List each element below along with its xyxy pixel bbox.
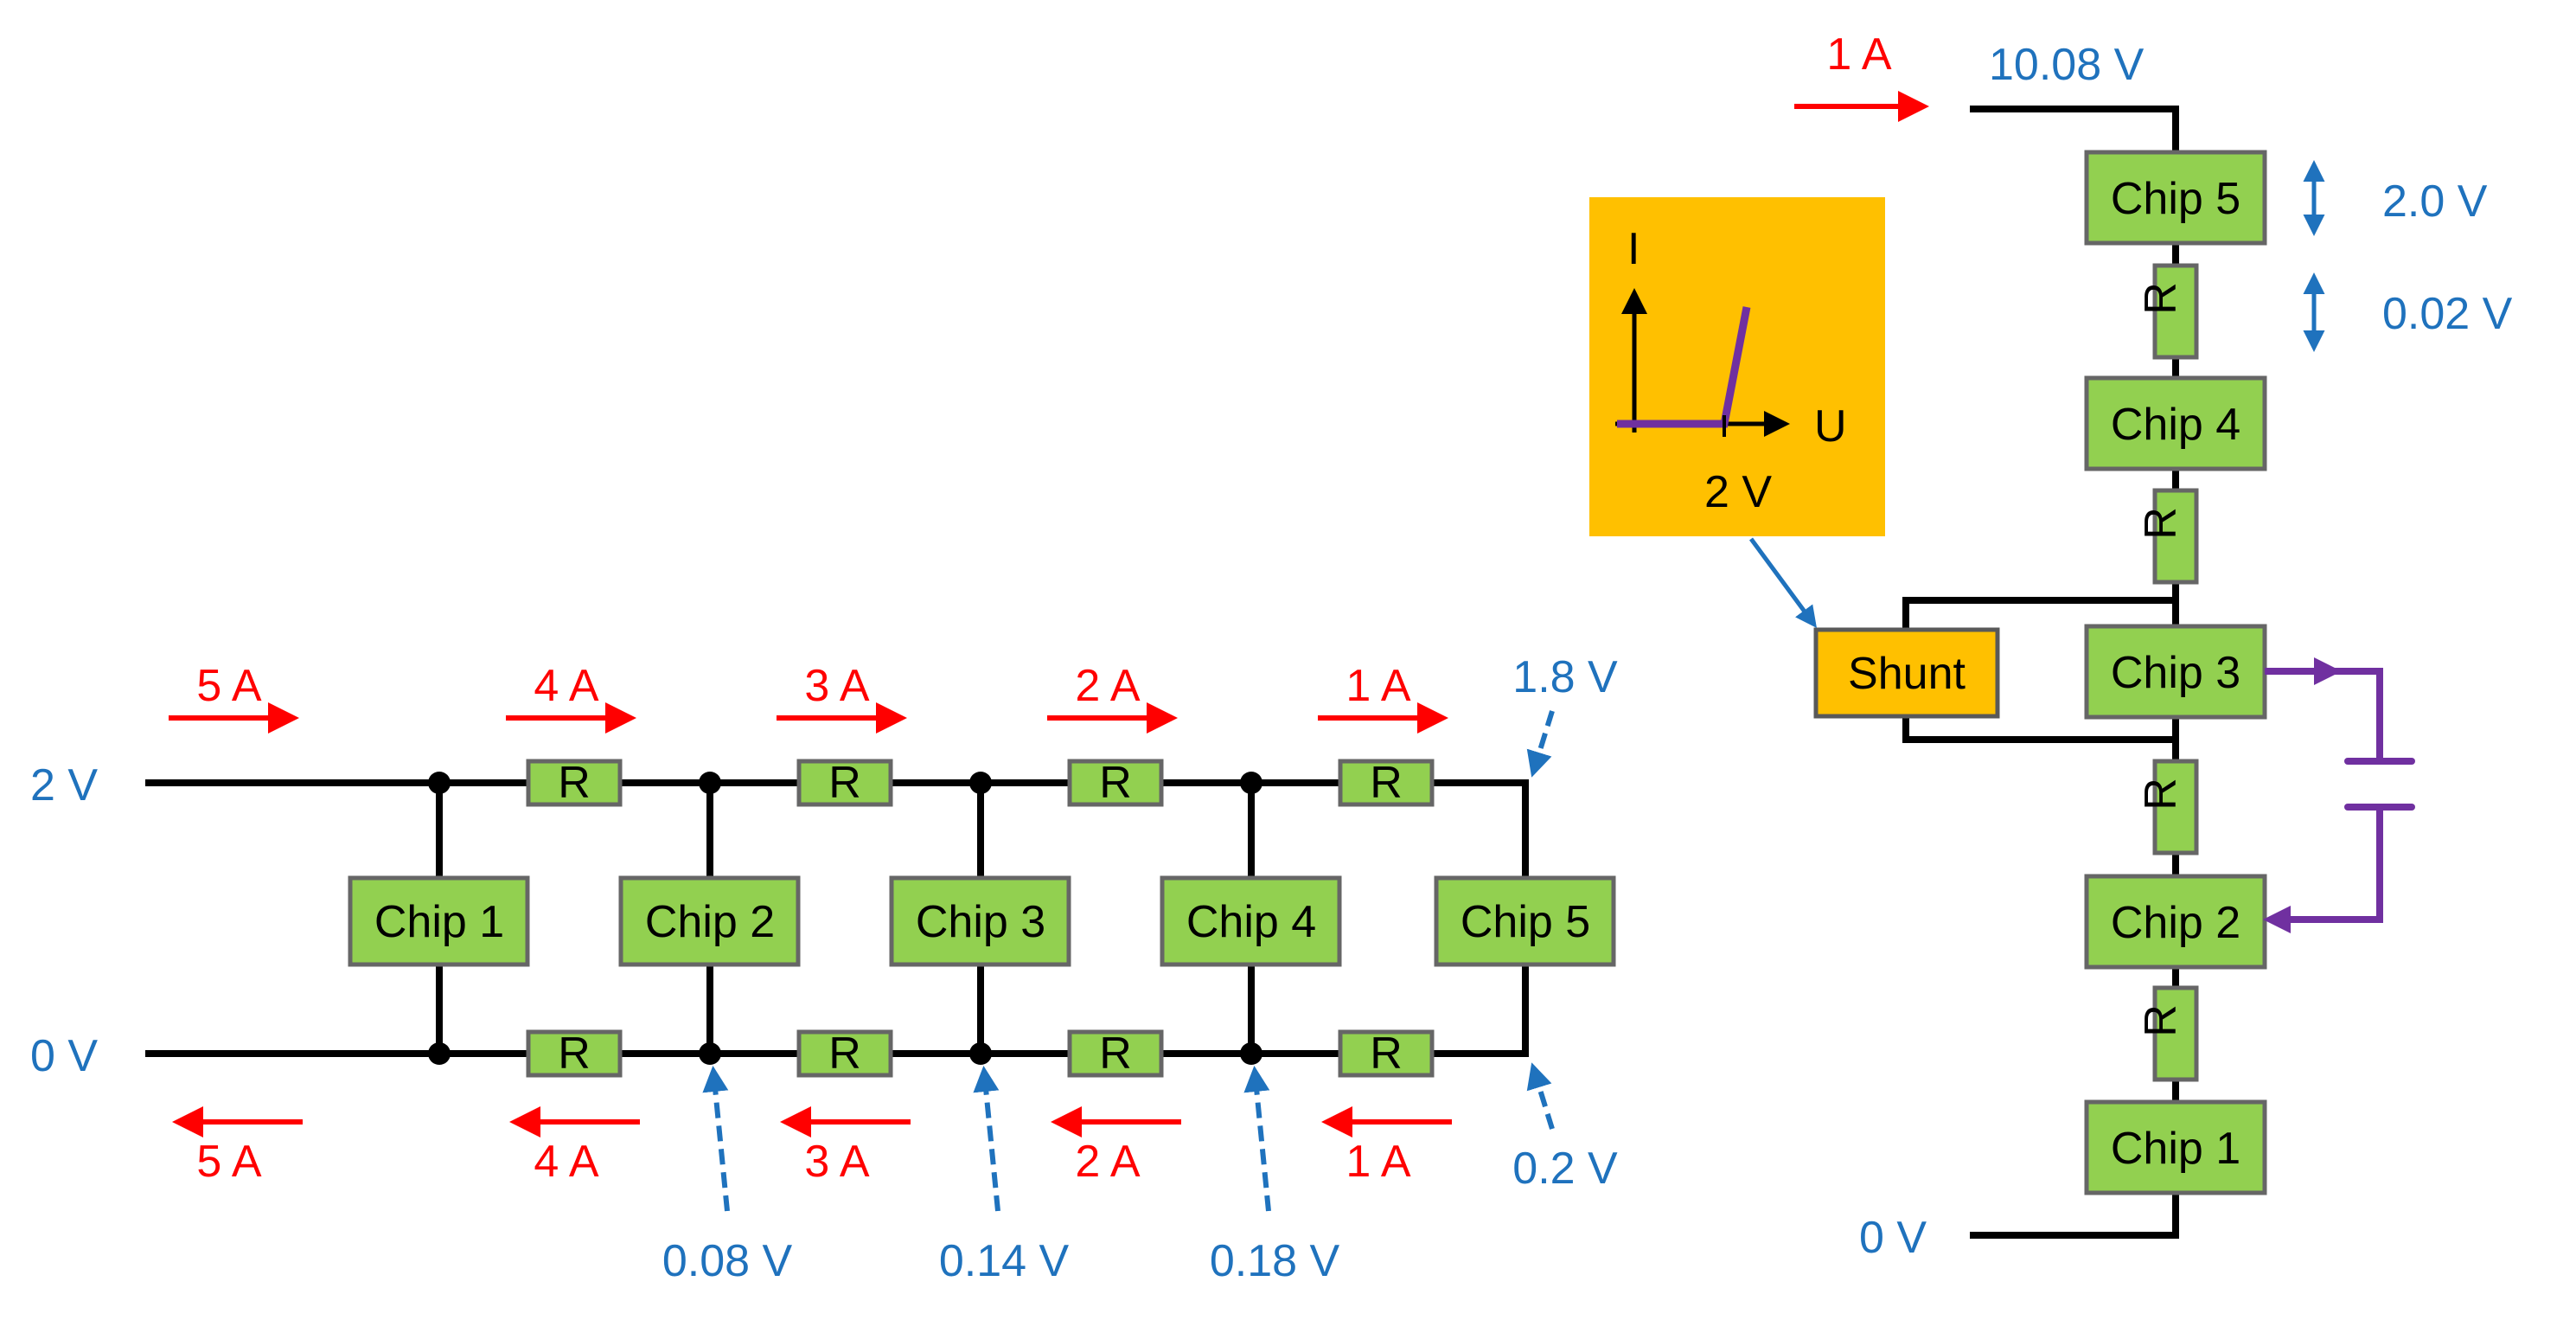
junction-dot (1240, 772, 1262, 794)
svg-text:R: R (558, 758, 591, 808)
voltage-pointer (1243, 1066, 1271, 1212)
node-voltage-label: 0.08 V (662, 1236, 793, 1286)
svg-text:Chip 3: Chip 3 (916, 897, 1045, 947)
serial-chip-2: Chip 2 (2084, 874, 2267, 970)
current-label: 2 A (1075, 661, 1140, 711)
junction-dot (1240, 1042, 1262, 1065)
shunt: Shunt (1813, 627, 2000, 719)
svg-text:Chip 4: Chip 4 (2111, 400, 2240, 450)
voltage-pointer (1526, 1062, 1555, 1130)
svg-text:Chip 3: Chip 3 (2111, 648, 2240, 698)
resistor: R (796, 1028, 893, 1079)
svg-text:R: R (1370, 1028, 1403, 1079)
svg-text:Shunt: Shunt (1848, 649, 1966, 699)
node-voltage-label: 0.18 V (1210, 1236, 1340, 1286)
voltage-pointer (973, 1066, 1000, 1212)
svg-text:R: R (2136, 507, 2186, 540)
serial-resistor: R (2136, 985, 2199, 1082)
serial-chip-5: Chip 5 (2084, 150, 2267, 246)
resistor: R (1338, 1028, 1435, 1079)
current-label: 1 A (1346, 661, 1410, 711)
svg-text:R: R (1370, 758, 1403, 808)
svg-text:R: R (2136, 1004, 2186, 1037)
resistor-drop-label: 0.02 V (2382, 289, 2513, 339)
svg-text:R: R (2136, 282, 2186, 315)
resistor: R (1338, 758, 1435, 808)
decoupling-capacitor (2263, 657, 2415, 933)
chip-1: Chip 1 (348, 875, 530, 967)
junction-dot (969, 772, 992, 794)
svg-text:R: R (558, 1028, 591, 1079)
svg-text:R: R (828, 1028, 861, 1079)
input-current-label: 1 A (1826, 29, 1891, 80)
serial-resistor: R (2136, 263, 2199, 360)
svg-text:Chip 1: Chip 1 (374, 897, 504, 947)
voltage-pointer (1526, 710, 1555, 778)
svg-text:R: R (1099, 758, 1132, 808)
current-label: 4 A (534, 661, 598, 711)
junction-dot (699, 1042, 721, 1065)
iv-threshold-label: 2 V (1704, 467, 1772, 517)
svg-text:Chip 5: Chip 5 (2111, 174, 2240, 224)
svg-text:Chip 2: Chip 2 (2111, 898, 2240, 948)
junction-dot (428, 1042, 451, 1065)
shunt-bypass-wire (1902, 716, 2176, 743)
junction-dot (699, 772, 721, 794)
ground-voltage-label: 0 V (30, 1031, 98, 1081)
junction-dots (428, 772, 1262, 1065)
resistor: R (1067, 758, 1164, 808)
resistor: R (526, 758, 623, 808)
svg-text:Chip 2: Chip 2 (645, 897, 775, 947)
voltage-pointer (702, 1066, 730, 1212)
serial-resistor: R (2136, 488, 2199, 585)
resistor: R (526, 1028, 623, 1079)
bottom-voltage-label: 0 V (1859, 1213, 1927, 1263)
junction-dot (969, 1042, 992, 1065)
current-label: 2 A (1075, 1137, 1140, 1187)
svg-text:R: R (1099, 1028, 1132, 1079)
serial-scheme: 1 A 10.08 V Chip 5 Chip 4 Chip 3 Chip 2 … (1589, 29, 2513, 1263)
supply-voltage-label: 2 V (30, 760, 98, 811)
serial-chip-3: Chip 3 (2084, 624, 2267, 720)
parallel-scheme: 2 V 0 V R R R (30, 652, 1618, 1286)
chip-5: Chip 5 (1434, 875, 1616, 967)
current-label: 5 A (196, 661, 261, 711)
svg-text:R: R (828, 758, 861, 808)
iv-y-axis-label: I (1627, 224, 1640, 274)
current-label: 1 A (1346, 1137, 1410, 1187)
svg-text:Chip 1: Chip 1 (2111, 1124, 2240, 1174)
iv-x-axis-label: U (1814, 401, 1847, 452)
chip-drop-label: 2.0 V (2382, 176, 2488, 227)
serial-chip-4: Chip 4 (2084, 375, 2267, 471)
current-label: 3 A (804, 661, 869, 711)
svg-text:Chip 5: Chip 5 (1461, 897, 1590, 947)
iv-characteristic-inset: I U 2 V (1589, 197, 1885, 536)
node-voltage-label: 0.14 V (939, 1236, 1070, 1286)
chip-4: Chip 4 (1160, 875, 1342, 967)
junction-dot (428, 772, 451, 794)
resistor: R (796, 758, 893, 808)
top-voltage-label: 10.08 V (1989, 40, 2145, 90)
svg-text:R: R (2136, 778, 2186, 811)
shunt-bypass-wire (1902, 597, 2176, 630)
inset-pointer (1748, 537, 1817, 629)
resistor: R (1067, 1028, 1164, 1079)
current-label: 3 A (804, 1137, 869, 1187)
svg-text:Chip 4: Chip 4 (1186, 897, 1316, 947)
end-top-voltage: 1.8 V (1512, 652, 1618, 702)
chip-2: Chip 2 (618, 875, 801, 967)
serial-chip-1: Chip 1 (2084, 1099, 2267, 1195)
chip-3: Chip 3 (889, 875, 1071, 967)
end-bottom-voltage: 0.2 V (1512, 1144, 1618, 1194)
current-label: 4 A (534, 1137, 598, 1187)
current-label: 5 A (196, 1137, 261, 1187)
serial-resistor: R (2136, 759, 2199, 855)
